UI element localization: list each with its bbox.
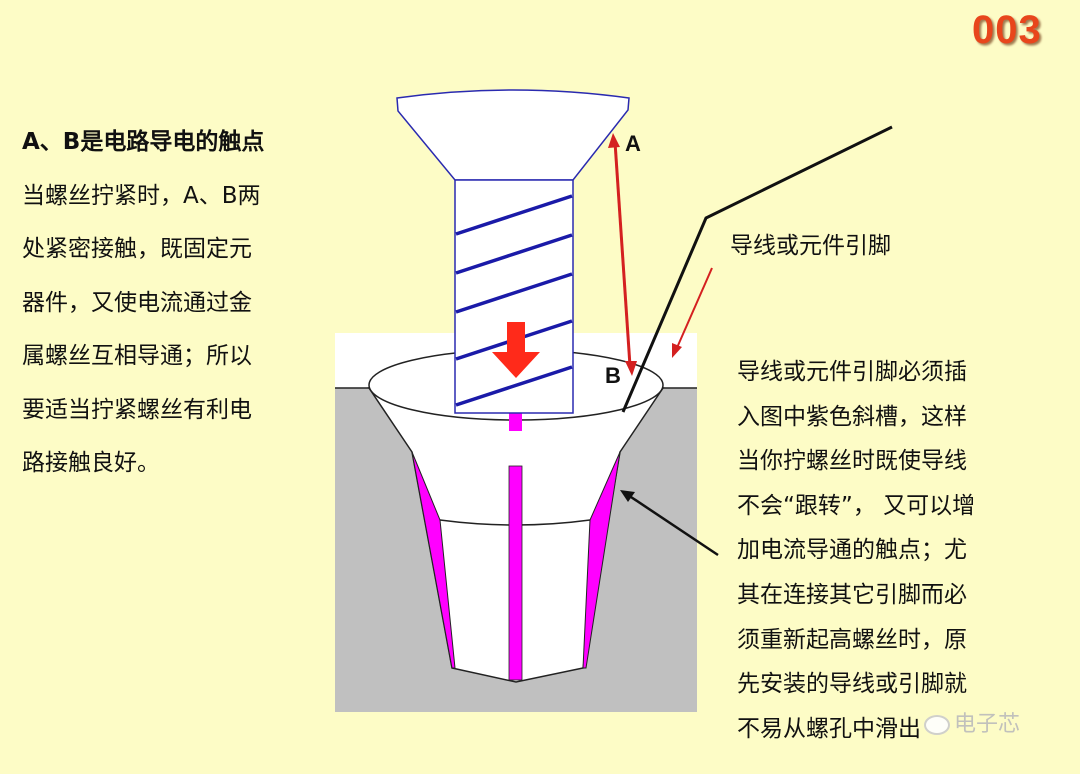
text-line: 要适当拧紧螺丝有利电 bbox=[22, 396, 252, 423]
text-line: A、B是电路导电的触点 bbox=[22, 129, 265, 155]
text-line: 入图中紫色斜槽，这样 bbox=[737, 403, 967, 430]
down-arrow-icon bbox=[492, 322, 540, 378]
wire-lead bbox=[621, 125, 893, 413]
right-slot bbox=[582, 451, 621, 669]
text-line: 路接触良好。 bbox=[22, 450, 160, 476]
watermark-text: 电子芯 bbox=[954, 712, 1021, 737]
arrowhead-b-icon bbox=[625, 361, 637, 376]
slot-pointer-arrowhead-icon bbox=[620, 490, 635, 502]
slot-pointer-arrow bbox=[627, 493, 719, 557]
text-line: 不会“跟转”， 又可以增 bbox=[737, 492, 976, 519]
wire-label: 导线或元件引脚 bbox=[730, 233, 891, 259]
label-b: B bbox=[605, 363, 621, 388]
text-line: 加电流导通的触点；尤 bbox=[737, 537, 967, 564]
slide-number: 003 bbox=[972, 8, 1042, 52]
text-line: 器件，又使电流通过金 bbox=[22, 289, 252, 316]
text-line: 其在连接其它引脚而必 bbox=[737, 581, 967, 608]
screw-head bbox=[396, 89, 630, 181]
text-line: 须重新起高螺丝时，原 bbox=[737, 626, 967, 653]
text-line: 当你拧螺丝时既使导线 bbox=[737, 448, 967, 475]
label-a: A bbox=[625, 131, 641, 156]
center-slot-top bbox=[509, 413, 522, 431]
text-line: 当螺丝拧紧时，A、B两 bbox=[22, 182, 261, 209]
text-line: 处紧密接触，既固定元 bbox=[22, 236, 252, 262]
wechat-icon bbox=[924, 715, 950, 735]
text-line: 不易从螺孔中滑出 bbox=[737, 715, 921, 742]
left-slot bbox=[411, 451, 456, 669]
insert-arrowhead-icon bbox=[672, 343, 682, 358]
text-line: 先安装的导线或引脚就 bbox=[737, 671, 967, 698]
insert-arrow bbox=[675, 267, 713, 351]
right-explanation: 导线或元件引脚必须插 入图中紫色斜槽，这样 当你拧螺丝时既使导线 不会“跟转”，… bbox=[737, 350, 1067, 751]
watermark: 电子芯 bbox=[924, 706, 1020, 738]
text-line: 导线或元件引脚必须插 bbox=[737, 359, 967, 385]
center-slot bbox=[508, 465, 523, 681]
arrowhead-a-icon bbox=[608, 133, 620, 148]
left-explanation: A、B是电路导电的触点 当螺丝拧紧时，A、B两 处紧密接触，既固定元 器件，又使… bbox=[22, 116, 352, 491]
contact-double-arrow bbox=[613, 141, 632, 367]
text-line: 属螺丝互相导通；所以 bbox=[22, 343, 252, 369]
